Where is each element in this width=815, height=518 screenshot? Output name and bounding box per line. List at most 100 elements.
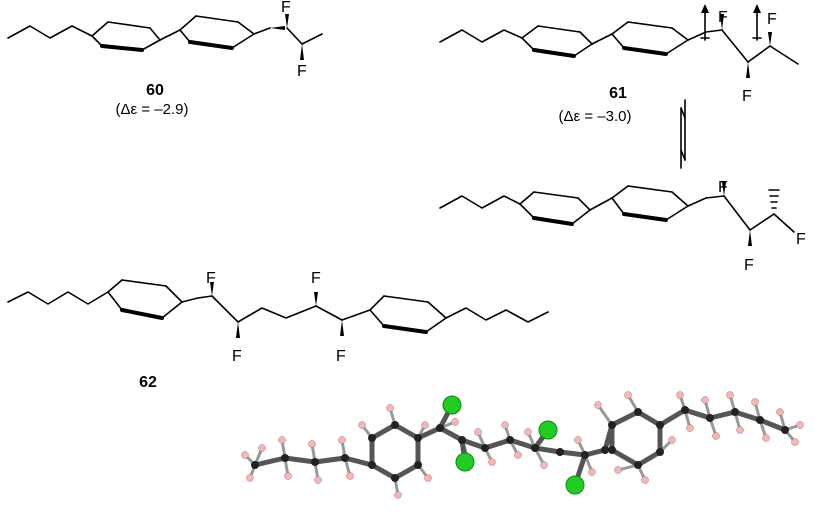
carbon-atom <box>581 451 589 459</box>
wedge-bond <box>300 44 304 60</box>
dipole-arrow <box>752 4 762 41</box>
fluorine-label: F <box>281 0 291 16</box>
equilibrium-arrows <box>680 99 686 169</box>
fluorine-atom <box>455 452 475 472</box>
hydrogen-atom <box>338 436 346 444</box>
side-chain-bond <box>286 27 303 45</box>
cc-bond <box>252 455 288 468</box>
carbon-atom <box>506 436 514 444</box>
carbon-atom <box>756 416 764 424</box>
carbon-atom <box>634 461 642 469</box>
cyclohexane-ring <box>521 25 593 58</box>
carbon-atom <box>681 406 689 414</box>
wedge-bond <box>748 230 752 246</box>
carbon-atom <box>481 444 489 452</box>
wedge-bond <box>236 322 240 338</box>
methyl-bond <box>769 45 799 65</box>
butyl-chain <box>445 307 549 323</box>
molecule-61-conformer: F F F <box>439 179 806 274</box>
carbon-atom <box>391 421 399 429</box>
butyl-chain <box>7 291 109 305</box>
carbon-atom <box>414 461 422 469</box>
hydrogen-atom <box>726 391 734 399</box>
cc-bond <box>369 462 398 481</box>
hydrogen-atom <box>514 451 522 459</box>
hydrogen-atom <box>701 396 709 404</box>
side-chain-bond <box>721 29 749 63</box>
side-chain-bond <box>341 309 371 321</box>
carbon-atom <box>368 434 376 442</box>
carbon-atom <box>341 454 349 462</box>
side-chain-bond <box>747 45 771 63</box>
carbon-atom <box>608 446 616 454</box>
propyl-chain <box>439 29 523 43</box>
fluorine-label: F <box>311 270 321 287</box>
side-chain-bond <box>253 27 271 35</box>
hydrogen-atom <box>762 434 770 442</box>
hydrogen-atom <box>241 451 249 459</box>
hashed-bond <box>768 189 780 209</box>
hydrogen-atom <box>246 474 254 482</box>
carbon-atom <box>436 424 444 432</box>
fluorine-label: F <box>206 270 216 287</box>
hydrogen-atom <box>588 468 596 476</box>
hydrogen-atom <box>346 472 354 480</box>
dipole-arrow <box>700 4 710 41</box>
cc-bond <box>635 449 663 468</box>
carbon-atom <box>781 426 789 434</box>
cc-bond <box>342 455 375 468</box>
hydrogen-atom <box>736 426 744 434</box>
fluorine-atom <box>442 395 462 415</box>
carbon-atom <box>281 454 289 462</box>
cyclohexane-ring <box>179 15 255 50</box>
hydrogen-atom <box>641 476 649 484</box>
ring-link-bond <box>589 197 613 211</box>
molecule-61: F F F 61 (Δε = –3.0) <box>439 4 799 125</box>
hydrogen-atom <box>394 491 402 499</box>
cc-bond <box>707 409 738 421</box>
cc-bond <box>392 462 421 481</box>
carbon-atom <box>706 414 714 422</box>
cc-bond <box>609 447 641 468</box>
carbon-atom <box>656 448 664 456</box>
wedge-bond <box>722 182 726 196</box>
cc-bond <box>557 449 588 458</box>
dielectric-anisotropy: (Δε = –2.9) <box>116 101 189 118</box>
fluorine-label: F <box>744 257 754 274</box>
ball-and-stick-model <box>241 391 804 499</box>
hydrogen-atom <box>308 440 316 448</box>
cc-bond <box>437 425 465 443</box>
fluorine-atom <box>538 420 558 440</box>
carbon-atom <box>458 436 466 444</box>
hydrogen-atom <box>686 424 694 432</box>
carbon-atom <box>414 434 422 442</box>
hydrogen-atom <box>421 421 429 429</box>
carbon-atom <box>601 446 609 454</box>
cc-bond <box>732 409 763 423</box>
hydrogen-atom <box>278 436 286 444</box>
cc-bond <box>482 437 513 451</box>
wedge-bond <box>768 32 772 46</box>
side-chain-bond <box>705 195 725 199</box>
hydrogen-atom <box>386 404 394 412</box>
fluorine-label: F <box>718 179 728 196</box>
wedge-bond <box>340 320 344 336</box>
hydrogen-atom <box>284 472 292 480</box>
hydrogen-atom <box>796 421 804 429</box>
cc-bond <box>392 422 421 441</box>
propyl-chain <box>439 195 521 209</box>
carbon-atom <box>634 408 642 416</box>
compound-number: 60 <box>146 82 164 99</box>
cc-bond <box>459 437 488 451</box>
compound-number: 62 <box>139 374 157 391</box>
carbon-atom <box>368 461 376 469</box>
side-chain-bond <box>687 31 707 41</box>
hydrogen-atom <box>594 401 602 409</box>
hydrogen-atom <box>791 438 799 446</box>
wedge-bond <box>746 62 750 78</box>
fluorine-label: F <box>796 231 806 248</box>
hydrogen-atom <box>474 428 482 436</box>
carbon-atom <box>251 461 259 469</box>
carbon-atom <box>311 458 319 466</box>
